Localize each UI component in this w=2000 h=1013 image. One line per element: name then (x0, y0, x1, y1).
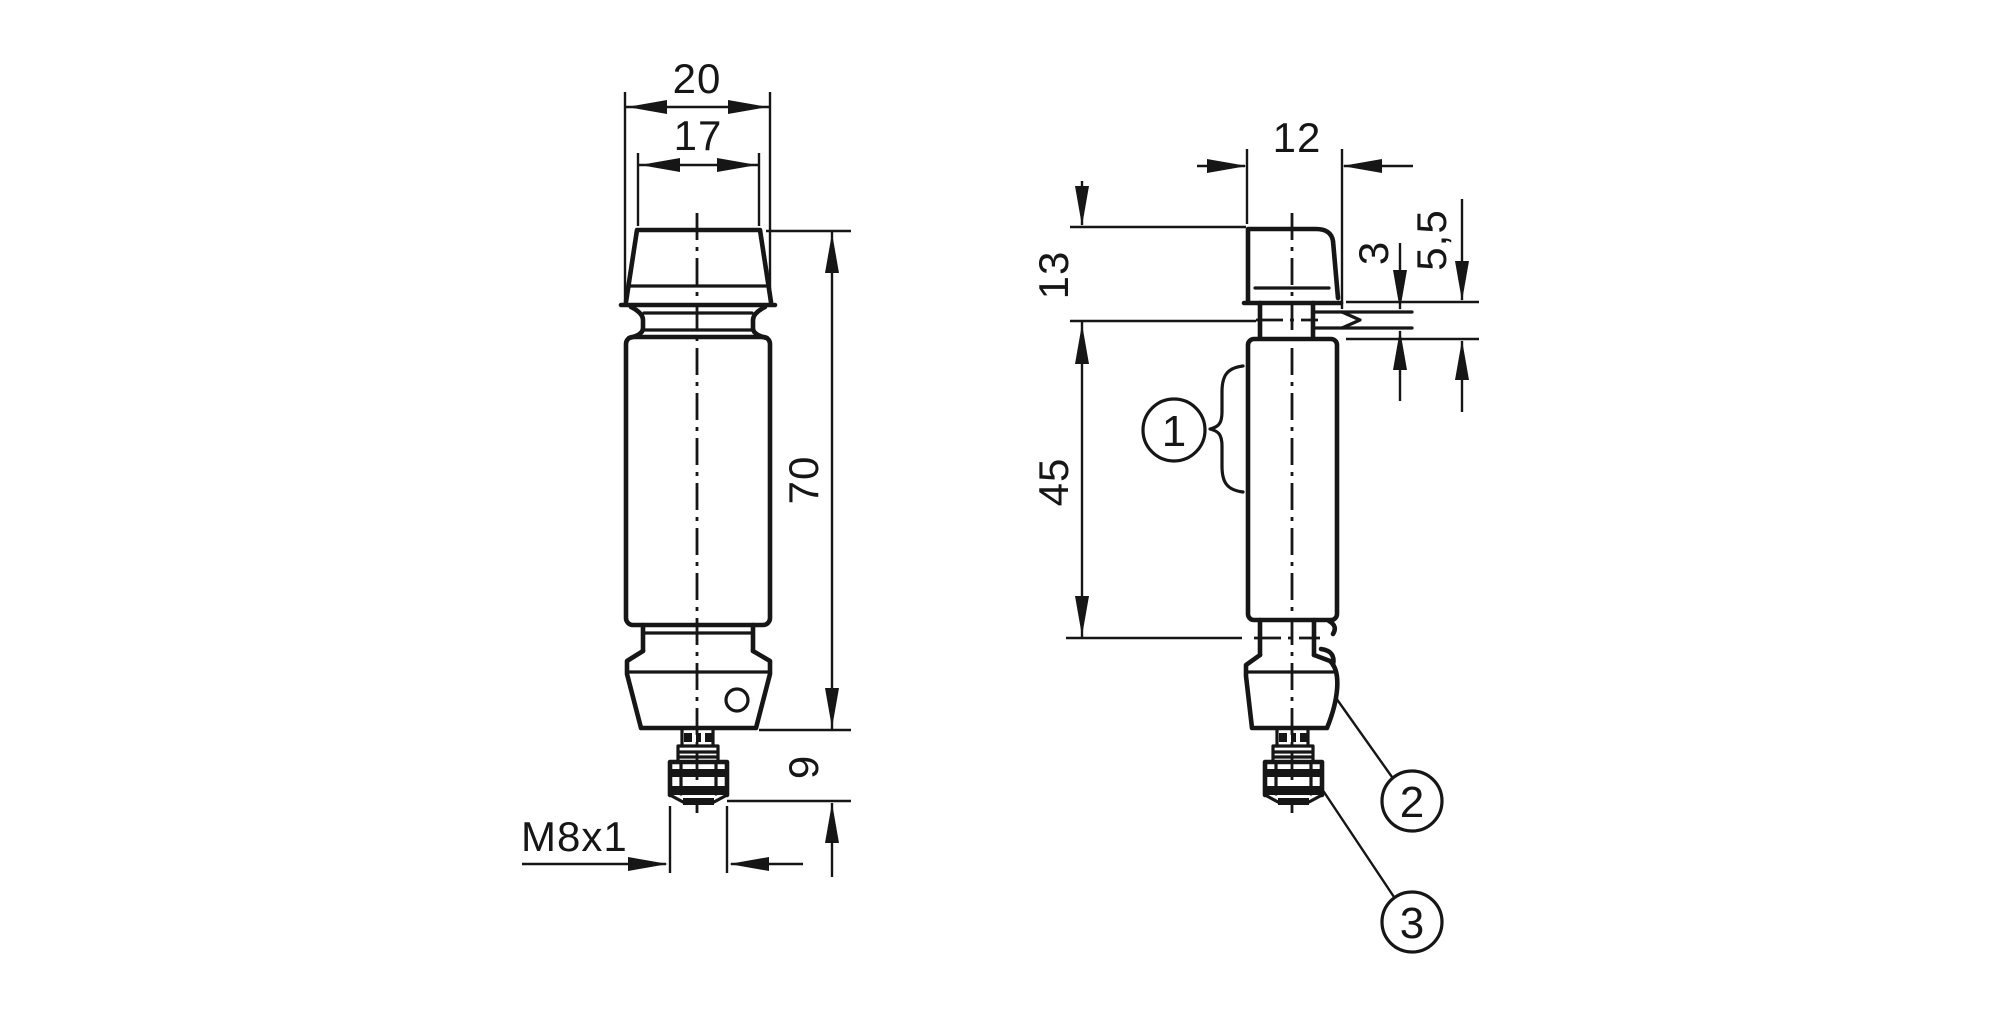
dim-m8-arrow-left (628, 857, 668, 871)
dim-housing-length-70: 70 (759, 229, 851, 732)
dim-20-arrow-right (728, 100, 768, 114)
dim-13-extension-lines (1070, 225, 1256, 323)
dim-70-extension-lines (759, 229, 851, 732)
callout-3-circle (1380, 890, 1444, 954)
dim-45-label: 45 (1030, 458, 1077, 507)
dim-head-depth-12: 12 (1197, 114, 1413, 309)
front-connector-hex (667, 759, 730, 798)
dim-face-width-17: 17 (636, 112, 761, 226)
front-hex-band-2 (671, 786, 726, 795)
front-flange (624, 648, 773, 731)
side-hex-band-1 (1266, 769, 1321, 777)
front-view (618, 213, 778, 813)
dim-connector-length-9: 9 (727, 755, 851, 877)
side-hex-band-2 (1266, 786, 1321, 795)
front-connector-thread (680, 726, 715, 748)
dim-45-arrow-up (1075, 324, 1089, 364)
slot-lines (1311, 310, 1414, 330)
callout-2-leader (1335, 697, 1393, 778)
callout-2-circle (1380, 769, 1444, 833)
callout-3-leader (1319, 785, 1395, 898)
dim-55-label: 5,5 (1408, 209, 1455, 270)
side-thread-mark-1 (1279, 733, 1287, 742)
dim-9-label: 9 (780, 755, 827, 779)
front-lower-groove (640, 622, 756, 654)
callout-1-brace (1208, 364, 1245, 494)
dim-head-height-13: 13 (1030, 181, 1256, 323)
side-clamp-neck (1256, 300, 1414, 341)
side-connector-thread (1275, 726, 1310, 748)
dim-m8-label: M8x1 (521, 813, 628, 860)
dim-m8-extension-lines (668, 806, 729, 873)
side-thread-mark-3 (1300, 733, 1307, 742)
dim-3-arrow-down (1393, 270, 1407, 310)
dim-thread-m8x1: M8x1 (521, 806, 803, 873)
dim-70-arrow-bottom (825, 688, 839, 728)
front-thread-mark-3 (705, 733, 712, 742)
callout-1: 1 (1141, 364, 1245, 494)
dim-3-arrow-up (1393, 330, 1407, 370)
dim-9-arrow-up (825, 803, 839, 843)
dim-20-extension-lines (623, 92, 772, 303)
front-thread-mark-2 (696, 733, 701, 742)
dim-55-arrow-down (1455, 261, 1469, 301)
dim-20-label: 20 (673, 55, 722, 102)
front-neck-left (626, 304, 646, 341)
front-head-cap (618, 227, 778, 308)
dim-m8-arrow-right (729, 857, 769, 871)
front-neck-right (750, 304, 770, 341)
dim-17-arrow-left (640, 158, 680, 172)
front-connector-tip (683, 798, 714, 805)
dim-17-label: 17 (674, 112, 723, 159)
front-neck-lines (642, 311, 754, 332)
led-indicator (724, 687, 750, 713)
front-connector-taper (668, 793, 729, 804)
dim-3-label: 3 (1350, 241, 1397, 265)
front-connector-collar (676, 744, 720, 764)
dim-17-arrow-right (717, 158, 757, 172)
dim-12-label: 12 (1273, 114, 1322, 161)
dim-groove-width-5-5: 5,5 (1346, 199, 1479, 412)
dim-45-arrow-down (1075, 596, 1089, 636)
slot-end-chevron (1340, 310, 1362, 330)
callout-3: 3 (1319, 785, 1444, 954)
front-hex-band-1 (671, 769, 726, 777)
clamp-hook-upper (1326, 618, 1338, 637)
dim-55-arrow-up (1455, 340, 1469, 380)
side-barrel (1245, 336, 1340, 623)
dim-70-label: 70 (780, 456, 827, 505)
dim-tube-length-45: 45 (1030, 321, 1242, 640)
callout-2: 2 (1335, 697, 1444, 833)
side-connector-taper (1263, 793, 1324, 804)
side-connector-collar (1271, 744, 1315, 764)
callout-1-label: 1 (1162, 407, 1186, 456)
side-flange (1243, 652, 1340, 731)
front-barrel (623, 334, 773, 628)
dim-13-arrow-down (1075, 186, 1089, 226)
side-view (1241, 213, 1414, 813)
dim-20-arrow-left (627, 100, 667, 114)
side-connector-tip (1278, 798, 1309, 805)
callout-1-circle (1141, 397, 1207, 463)
side-connector (1262, 726, 1325, 805)
dim-slot-width-3: 3 (1350, 241, 1407, 401)
dim-70-arrow-top (825, 233, 839, 273)
dim-13-label: 13 (1030, 251, 1077, 300)
side-thread-mark-2 (1291, 733, 1296, 742)
front-connector (667, 726, 730, 805)
dim-55-extension-lines (1346, 300, 1479, 341)
dim-12-extension-lines (1245, 149, 1344, 309)
dim-12-arrow-left (1207, 159, 1247, 173)
callout-3-label: 3 (1400, 899, 1424, 948)
callout-2-label: 2 (1400, 778, 1424, 827)
dim-head-width-20: 20 (623, 55, 772, 303)
dim-12-arrow-right (1342, 159, 1382, 173)
front-thread-mark-1 (684, 733, 692, 742)
